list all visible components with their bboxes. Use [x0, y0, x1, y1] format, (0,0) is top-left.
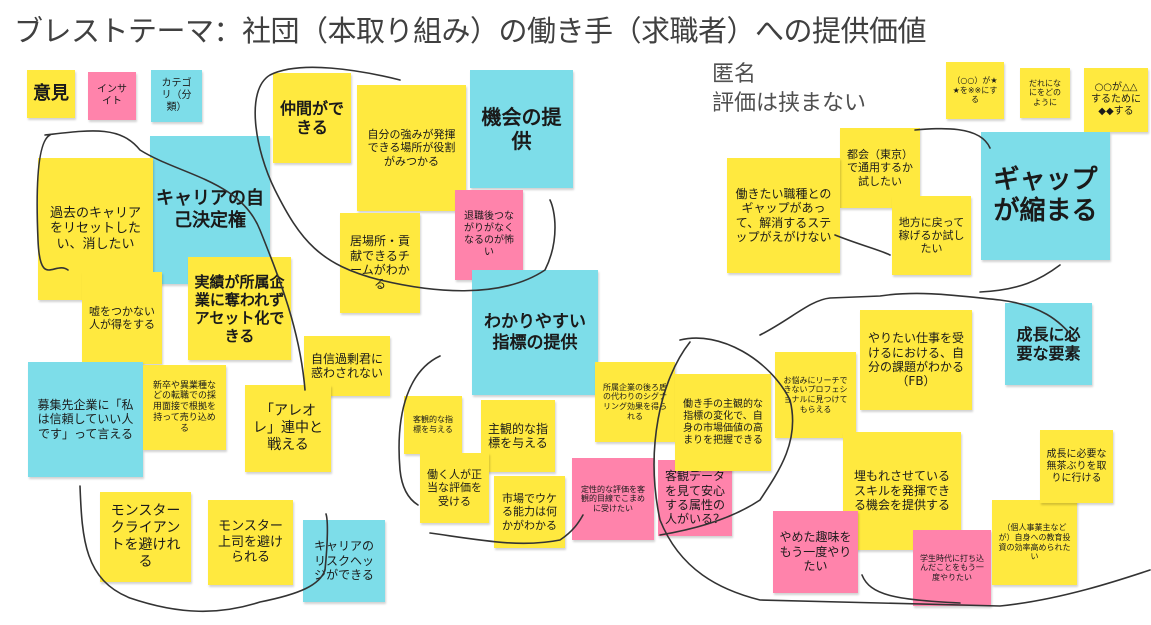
- sticky-note-text: 都会（東京）で通用するか試したい: [847, 148, 913, 188]
- sticky-note-opinion[interactable]: 主観的な指標を与える: [481, 400, 555, 472]
- sticky-note-text: 客観データを見て安心する属性の人がいる？: [664, 469, 725, 527]
- sticky-note-category[interactable]: 募集先企業に「私は信頼していい人です」って言える: [28, 362, 143, 477]
- sticky-note-insight[interactable]: 学生時代に打ち込んだことをもう一度やりたい: [913, 530, 991, 606]
- sticky-note-text: ギャップが縮まる: [993, 164, 1098, 226]
- board-memo: 匿名 評価は挟まない: [712, 62, 867, 116]
- sticky-note-text: （○○）が★★を※※にする: [952, 76, 998, 105]
- sticky-note-text: 働き手の主観的な指標の変化で、自身の市場価値の高まりを把握できる: [683, 398, 763, 446]
- sticky-note-opinion[interactable]: モンスター上司を避けられる: [208, 500, 293, 585]
- sticky-note-text: 自分の強みが発揮できる場所が役割がみつかる: [367, 128, 456, 168]
- sticky-note-text: 客観的な指標を与える: [413, 415, 453, 434]
- sticky-note-text: キャリアのリスクヘッジができる: [313, 539, 374, 583]
- sticky-note-text: 所属企業の後ろ盾の代わりのシグナリング効果を得られる: [603, 382, 667, 421]
- sticky-note-text: やめた趣味をもう一度やりたい: [779, 530, 852, 574]
- sticky-note-category[interactable]: わかりやすい指標の提供: [472, 270, 598, 395]
- sticky-note-opinion[interactable]: お悩みにリーチできないプロフェショナルに見つけてもらえる: [775, 352, 856, 438]
- template-note[interactable]: （○○）が★★を※※にする: [946, 62, 1004, 119]
- sticky-note-text: お悩みにリーチできないプロフェショナルに見つけてもらえる: [783, 375, 848, 414]
- sticky-note-text: 実績が所属企業に奪われずアセット化できる: [194, 272, 285, 345]
- sticky-note-category[interactable]: ギャップが縮まる: [981, 132, 1110, 260]
- sticky-note-insight[interactable]: 定性的な評価を客観的目線でこまめに受けたい: [572, 458, 654, 540]
- sticky-note-text: 嘘をつかない人が得をする: [89, 304, 155, 331]
- sticky-note-text: 「アレオレ」連中と戦える: [253, 403, 323, 453]
- sticky-note-opinion[interactable]: 働く人が正当な評価を受ける: [420, 453, 489, 523]
- sticky-note-text: だれになにをどのように: [1029, 78, 1061, 107]
- sticky-note-opinion[interactable]: 「アレオレ」連中と戦える: [245, 385, 331, 472]
- sticky-note-text: 働く人が正当な評価を受ける: [427, 468, 482, 508]
- template-note[interactable]: ○○が△△するために◆◆する: [1084, 68, 1148, 132]
- sticky-note-text: 市場でウケる能力は何かがわかる: [502, 492, 557, 532]
- sticky-note-opinion[interactable]: 実績が所属企業に奪われずアセット化できる: [188, 257, 291, 360]
- sticky-note-text: モンスタークライアントを避けれる: [110, 503, 181, 570]
- sticky-note-opinion[interactable]: 働きたい職種とのギャップがあって、解消するステップがえがけない: [727, 158, 840, 273]
- sticky-note-opinion[interactable]: 客観的な指標を与える: [404, 396, 462, 454]
- sticky-note-text: 募集先企業に「私は信頼していい人です」って言える: [37, 397, 134, 441]
- sticky-note-text: ○○が△△するために◆◆する: [1091, 82, 1141, 117]
- sticky-note-text: 居場所・貢献できるチームがわかる: [349, 234, 410, 292]
- sticky-note-text: 地方に戻って稼げるか試したい: [898, 215, 965, 256]
- sticky-note-text: （個人事業主などが）自身への教育投資の効率高められたい: [998, 523, 1071, 562]
- legend-note-opinion[interactable]: 意見: [27, 70, 75, 118]
- board-title: ブレストテーマ：社団（本取り組み）の働き手（求職者）への提供価値: [14, 14, 927, 48]
- sticky-note-opinion[interactable]: 仲間ができる: [273, 73, 351, 163]
- sticky-note-opinion[interactable]: 成長に必要な無茶ぶりを取りに行ける: [1040, 430, 1113, 503]
- sticky-note-text: 新卒や異業種などの転職での採用面接で根拠を持って売り込める: [152, 380, 216, 434]
- sticky-note-text: 主観的な指標を与える: [487, 421, 548, 450]
- template-note[interactable]: だれになにをどのように: [1020, 68, 1070, 118]
- sticky-note-text: 過去のキャリアをリセットしたい、消したい: [49, 205, 141, 252]
- sticky-note-text: 自信過剰君に惑わされない: [310, 351, 383, 380]
- sticky-note-text: 学生時代に打ち込んだことをもう一度やりたい: [920, 553, 984, 582]
- sticky-note-category[interactable]: キャリアのリスクヘッジができる: [303, 520, 385, 602]
- sticky-note-insight[interactable]: やめた趣味をもう一度やりたい: [773, 511, 858, 593]
- sticky-note-category[interactable]: 成長に必要な要素: [1005, 303, 1092, 385]
- sticky-note-text: 定性的な評価を客観的目線でこまめに受けたい: [581, 484, 645, 513]
- sticky-note-opinion[interactable]: モンスタークライアントを避けれる: [100, 492, 191, 582]
- sticky-note-text: わかりやすい指標の提供: [484, 312, 586, 353]
- sticky-note-insight[interactable]: 退職後つながりがなくなるのが怖い: [455, 190, 523, 280]
- sticky-note-opinion[interactable]: 市場でウケる能力は何かがわかる: [494, 476, 565, 548]
- legend-note-insight[interactable]: インサイト: [88, 72, 136, 120]
- sticky-note-opinion[interactable]: 新卒や異業種などの転職での採用面接で根拠を持って売り込める: [143, 365, 226, 450]
- sticky-note-text: モンスター上司を避けられる: [217, 519, 283, 566]
- sticky-note-opinion[interactable]: 嘘をつかない人が得をする: [82, 272, 162, 364]
- sticky-note-text: やりたい仕事を受けるにおける、自分の課題がわかる（FB）: [867, 331, 964, 389]
- sticky-note-opinion[interactable]: 居場所・貢献できるチームがわかる: [340, 213, 420, 313]
- sticky-note-opinion[interactable]: 自信過剰君に惑わされない: [304, 336, 390, 396]
- legend-note-category[interactable]: カテゴリ（分類）: [151, 70, 202, 122]
- sticky-note-opinion[interactable]: 働き手の主観的な指標の変化で、自身の市場価値の高まりを把握できる: [675, 374, 771, 471]
- sticky-note-opinion[interactable]: 地方に戻って稼げるか試したい: [892, 196, 971, 275]
- sticky-note-category[interactable]: 機会の提供: [470, 70, 573, 188]
- sticky-note-insight[interactable]: 客観データを見て安心する属性の人がいる？: [658, 460, 732, 536]
- sticky-note-text: 仲間ができる: [279, 98, 344, 137]
- sticky-note-text: カテゴリ（分類）: [161, 78, 192, 113]
- sticky-note-text: 働きたい職種とのギャップがあって、解消するステップがえがけない: [735, 186, 832, 244]
- sticky-note-opinion[interactable]: （個人事業主などが）自身への教育投資の効率高められたい: [992, 500, 1077, 585]
- sticky-note-text: 成長に必要な無茶ぶりを取りに行ける: [1046, 448, 1107, 484]
- sticky-note-text: 埋もれさせているスキルを発揮できる機会を提供する: [853, 469, 950, 513]
- sticky-note-text: 退職後つながりがなくなるのが怖い: [464, 211, 514, 258]
- sticky-note-text: 成長に必要な要素: [1016, 324, 1081, 363]
- sticky-note-opinion[interactable]: 所属企業の後ろ盾の代わりのシグナリング効果を得られる: [595, 362, 675, 442]
- sticky-note-opinion[interactable]: 自分の強みが発揮できる場所が役割がみつかる: [357, 85, 466, 211]
- sticky-note-text: インサイト: [97, 84, 127, 107]
- sticky-note-text: 機会の提供: [481, 105, 562, 153]
- sticky-note-text: 意見: [33, 83, 69, 105]
- sticky-note-opinion[interactable]: やりたい仕事を受けるにおける、自分の課題がわかる（FB）: [860, 310, 972, 410]
- sticky-note-text: キャリアの自己決定権: [156, 188, 264, 231]
